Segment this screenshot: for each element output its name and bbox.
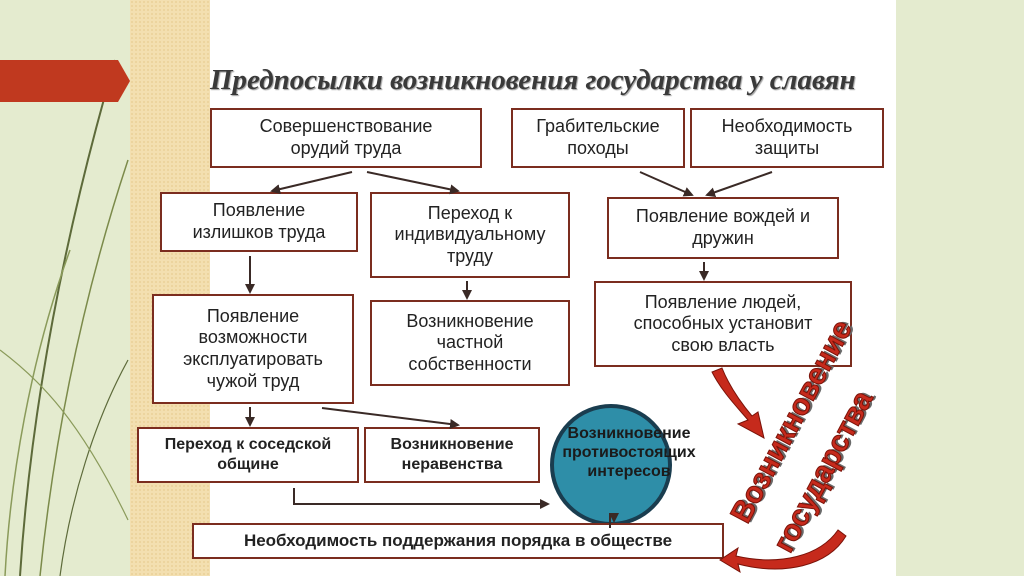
arrow-raids-to-leaders [639,171,694,197]
box-order-need: Необходимость поддержания порядка в обще… [192,523,724,559]
arrow-circle-to-order [609,513,619,528]
arrow-tools-to-individual [366,171,460,195]
red-arrow-state-to-order [719,529,847,574]
opposing-interests-text: Возникновение противостоящих интересов [562,425,696,481]
arrow-neighbor-to-circle [293,488,550,509]
red-ribbon-marker [0,60,130,102]
right-background [896,0,1024,576]
left-curves-decoration [0,59,129,576]
arrow-tools-to-surplus [270,171,353,195]
slide-title: Предпосылки возникновения государства у … [210,64,856,96]
arrow-protection-to-leaders [705,171,773,198]
arrow-exploit-to-inequality [321,407,460,429]
red-arrow-power-to-state [711,367,765,439]
